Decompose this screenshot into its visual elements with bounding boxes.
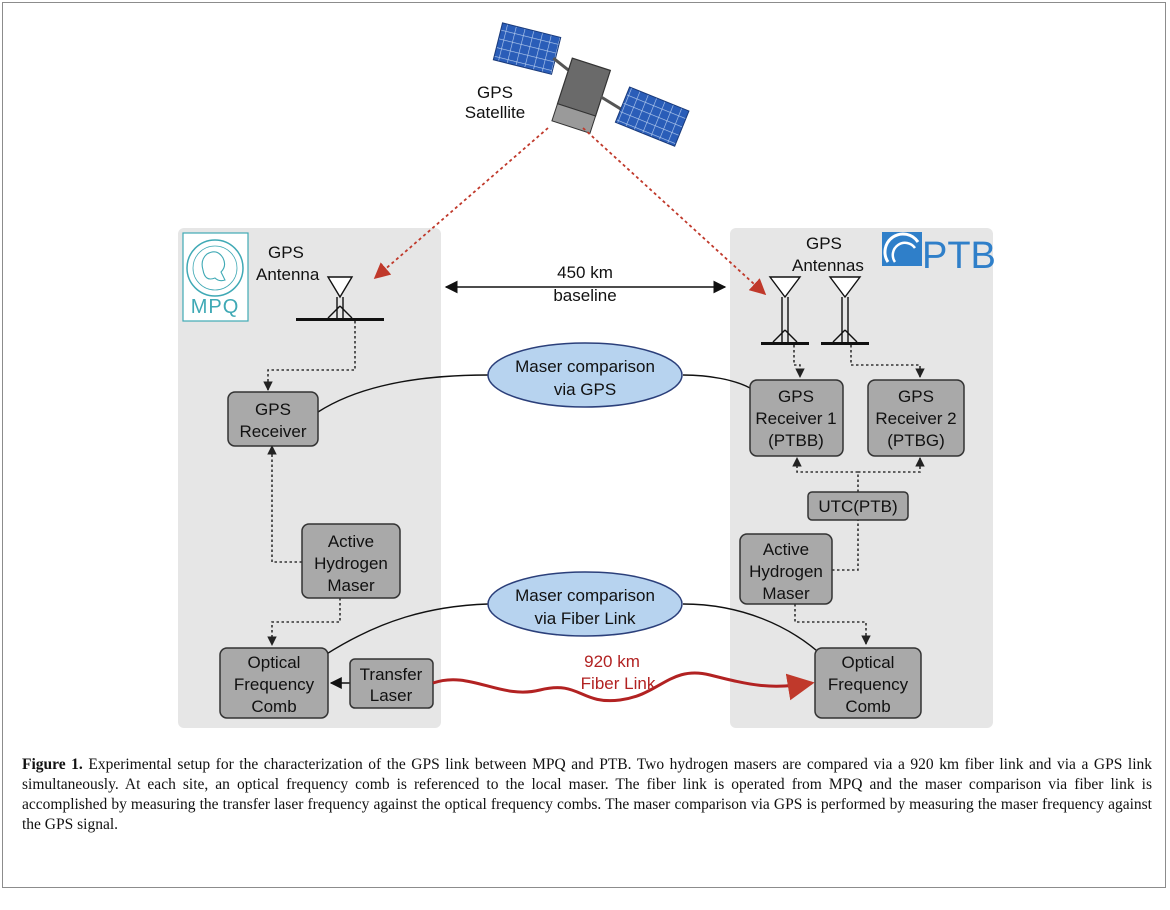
caption-text: Experimental setup for the characterizat… — [22, 756, 1153, 833]
ptb-comb-line1: Optical — [842, 653, 895, 672]
gps-comparison-link-right — [682, 374, 751, 389]
caption-label: Figure 1. — [22, 756, 83, 773]
fiber-comparison-link-left — [324, 603, 489, 656]
ptb-maser-line1: Active — [763, 540, 809, 559]
fiber-link-line1: 920 km — [584, 652, 640, 671]
gps-comparison-line2: via GPS — [554, 380, 616, 399]
mpq-comb-line2: Frequency — [234, 675, 315, 694]
ptb-receiver2-line2: Receiver 2 — [875, 409, 956, 428]
signal-to-mpq-antenna — [373, 127, 549, 280]
transfer-laser-line2: Laser — [370, 686, 413, 705]
mpq-maser-to-comb-link — [267, 598, 341, 646]
mpq-antenna-icon — [296, 276, 384, 321]
ptb-maser-line3: Maser — [762, 584, 810, 603]
utc-ptb-box — [807, 491, 909, 521]
ptb-receiver2-line3: (PTBG) — [887, 431, 945, 450]
ptb-maser-to-comb-link — [794, 604, 871, 645]
mpq-maser-to-receiver-link — [267, 445, 302, 563]
gps-comparison-ellipse — [487, 342, 683, 408]
transfer-laser-line1: Transfer — [360, 665, 423, 684]
mpq-gps-receiver-box — [227, 391, 319, 447]
mpq-maser-line1: Active — [328, 532, 374, 551]
ptb-receiver1-line3: (PTBB) — [768, 431, 824, 450]
satellite-icon — [492, 22, 690, 147]
ptb-antenna-1-icon — [761, 276, 809, 345]
mpq-maser-line2: Hydrogen — [314, 554, 388, 573]
ptb-maser-to-utc-link — [832, 520, 859, 571]
ptb-gps-receiver-1-box — [749, 379, 844, 457]
figure-caption: Figure 1. Experimental setup for the cha… — [22, 755, 1152, 835]
ptb-hydrogen-maser-box — [739, 533, 833, 605]
mpq-antenna-to-receiver-link — [263, 321, 356, 391]
satellite-label-line2: Satellite — [465, 103, 525, 122]
mpq-comb-line3: Comb — [251, 697, 296, 716]
mpq-receiver-line2: Receiver — [239, 422, 306, 441]
ptb-antenna1-to-receiver1-link — [793, 345, 805, 378]
mpq-antenna-label-line2: Antenna — [256, 265, 320, 284]
ptb-frequency-comb-box — [814, 647, 922, 719]
satellite-label-line1: GPS — [477, 83, 513, 102]
signal-to-ptb-antennas — [582, 127, 767, 296]
ptb-maser-line2: Hydrogen — [749, 562, 823, 581]
mpq-maser-line3: Maser — [327, 576, 375, 595]
ptb-receiver1-line2: Receiver 1 — [755, 409, 836, 428]
fiber-comparison-ellipse — [487, 571, 683, 637]
fiber-comparison-line1: Maser comparison — [515, 586, 655, 605]
mpq-comb-line1: Optical — [248, 653, 301, 672]
utc-to-receiver2-link — [858, 457, 925, 473]
gps-comparison-link-left — [317, 374, 489, 413]
utc-ptb-label: UTC(PTB) — [818, 497, 897, 516]
ptb-receiver2-line1: GPS — [898, 387, 934, 406]
utc-to-receiver1-link — [792, 457, 859, 492]
ptb-antenna-2-icon — [821, 276, 869, 345]
ptb-emblem-icon — [882, 232, 922, 266]
transfer-laser-box — [349, 658, 434, 709]
ptb-logo-text: PTB — [922, 235, 996, 277]
mpq-logo: MPQ — [182, 232, 249, 322]
fiber-link-line2: Fiber Link — [581, 674, 656, 693]
mpq-receiver-line1: GPS — [255, 400, 291, 419]
ptb-antenna-label-line1: GPS — [806, 234, 842, 253]
setup-diagram: GPS Satellite MPQ PTB 450 km baseline — [178, 22, 996, 728]
mpq-antenna-label-line1: GPS — [268, 243, 304, 262]
baseline-line2: baseline — [553, 286, 616, 305]
mpq-frequency-comb-box — [219, 647, 329, 719]
figure-frame — [2, 2, 1166, 888]
ptb-antenna2-to-receiver2-link — [850, 345, 925, 378]
fiber-comparison-link-right — [682, 603, 826, 659]
ptb-logo: PTB — [882, 232, 996, 277]
baseline-line1: 450 km — [557, 263, 613, 282]
ptb-gps-receiver-2-box — [867, 379, 965, 457]
mpq-hydrogen-maser-box — [301, 523, 401, 599]
ptb-receiver1-line1: GPS — [778, 387, 814, 406]
ptb-antenna-label-line2: Antennas — [792, 256, 864, 275]
gps-comparison-line1: Maser comparison — [515, 357, 655, 376]
fiber-comparison-line2: via Fiber Link — [534, 609, 636, 628]
ptb-comb-line3: Comb — [845, 697, 890, 716]
mpq-site-panel — [178, 228, 441, 728]
mpq-logo-text: MPQ — [191, 296, 240, 318]
ptb-comb-line2: Frequency — [828, 675, 909, 694]
fiber-link-cable — [432, 671, 815, 703]
